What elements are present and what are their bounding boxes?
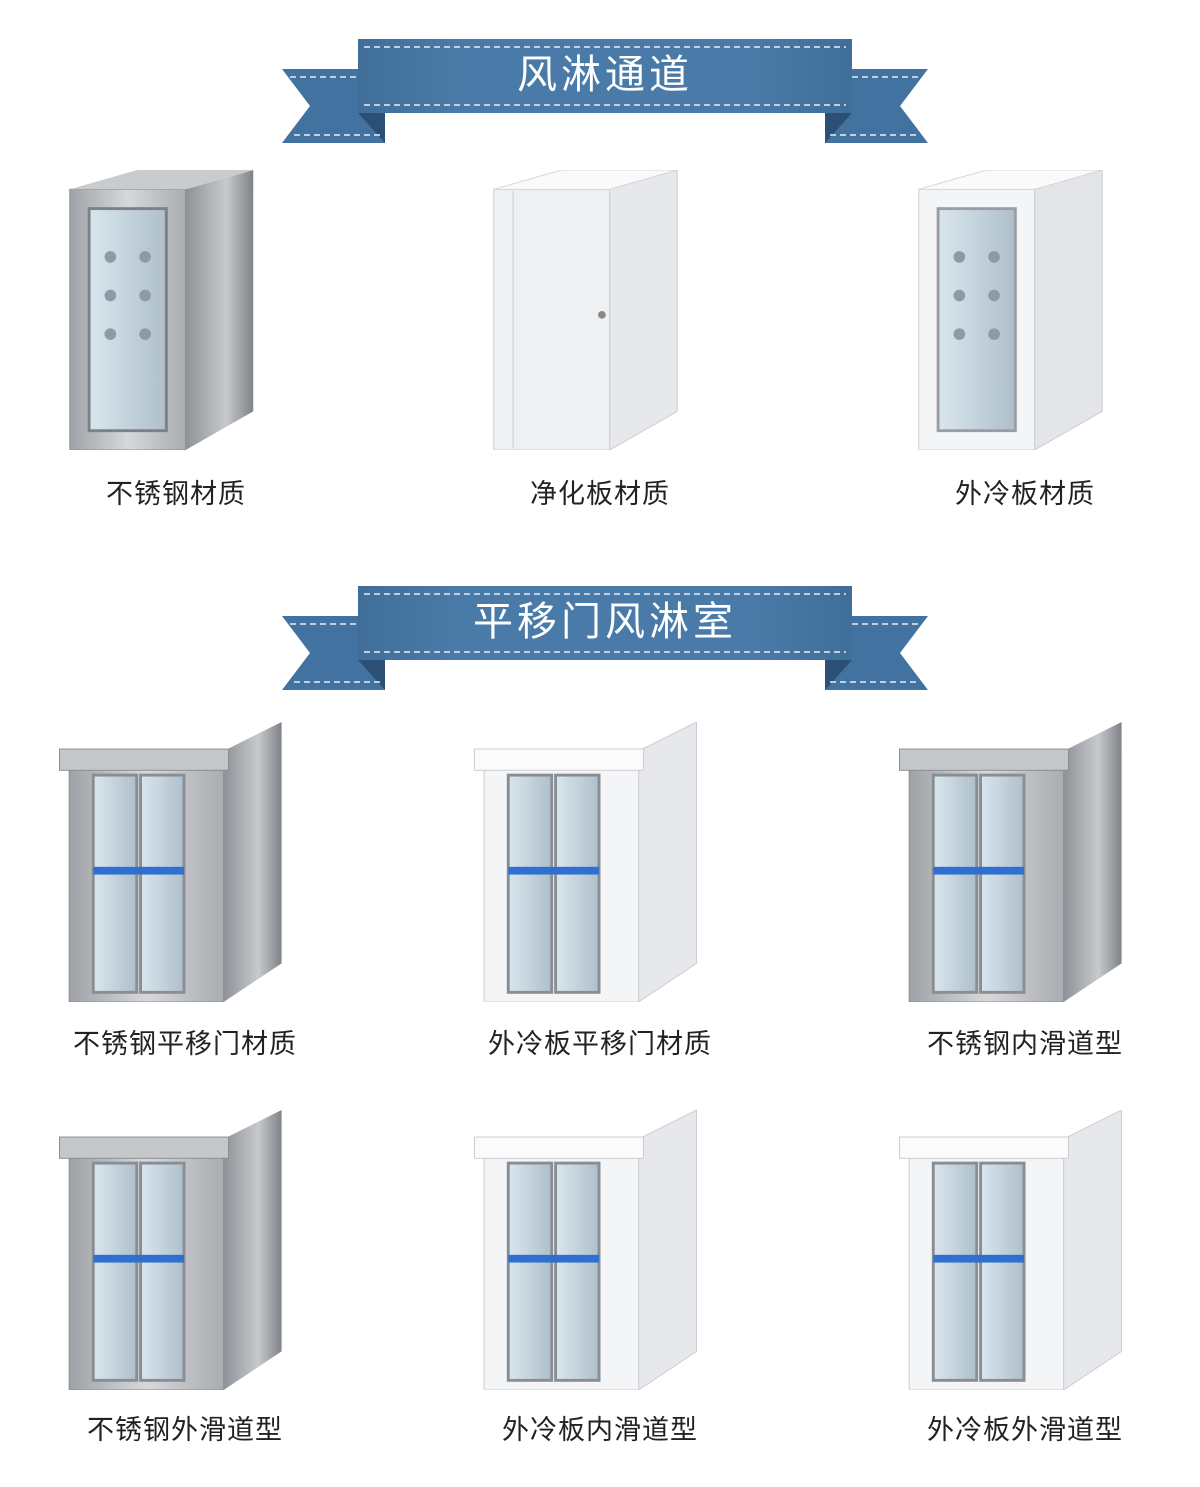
product-card[interactable]: 不锈钢外滑道型 bbox=[35, 1110, 335, 1446]
section-title: 风淋通道 bbox=[517, 52, 693, 98]
product-card[interactable]: 外冷板材质 bbox=[875, 170, 1175, 510]
product-card[interactable]: 外冷板内滑道型 bbox=[450, 1110, 750, 1446]
product-label: 外冷板材质 bbox=[955, 479, 1095, 510]
product-label: 不锈钢材质 bbox=[106, 479, 246, 510]
section-banner-sliding-door-shower: 平移门风淋室 bbox=[280, 584, 930, 694]
product-card[interactable]: 不锈钢平移门材质 bbox=[35, 722, 335, 1060]
product-label: 不锈钢平移门材质 bbox=[73, 1029, 297, 1060]
product-image-stainless-inner-track bbox=[895, 722, 1155, 1002]
product-card[interactable]: 外冷板平移门材质 bbox=[450, 722, 750, 1060]
product-image-stainless-outer-track bbox=[55, 1110, 315, 1390]
product-card[interactable]: 外冷板外滑道型 bbox=[875, 1110, 1175, 1446]
product-image-cold-panel-inner-track bbox=[470, 1110, 730, 1390]
product-label: 外冷板内滑道型 bbox=[502, 1415, 698, 1446]
product-image-cold-panel-tunnel bbox=[905, 170, 1145, 450]
product-image-cold-panel-outer-track bbox=[895, 1110, 1155, 1390]
section-title: 平移门风淋室 bbox=[473, 599, 737, 645]
product-label: 外冷板外滑道型 bbox=[927, 1415, 1123, 1446]
product-image-stainless-tunnel bbox=[56, 170, 296, 450]
product-label: 不锈钢内滑道型 bbox=[927, 1029, 1123, 1060]
product-card[interactable]: 不锈钢内滑道型 bbox=[875, 722, 1175, 1060]
product-label: 不锈钢外滑道型 bbox=[87, 1415, 283, 1446]
product-image-cold-panel-sliding bbox=[470, 722, 730, 1002]
product-label: 净化板材质 bbox=[530, 479, 670, 510]
product-card[interactable]: 净化板材质 bbox=[450, 170, 750, 510]
product-image-purification-panel-tunnel bbox=[480, 170, 720, 450]
section-banner-air-shower-tunnel: 风淋通道 bbox=[280, 37, 930, 147]
product-label: 外冷板平移门材质 bbox=[488, 1029, 712, 1060]
product-image-stainless-sliding bbox=[55, 722, 315, 1002]
product-card[interactable]: 不锈钢材质 bbox=[26, 170, 326, 510]
